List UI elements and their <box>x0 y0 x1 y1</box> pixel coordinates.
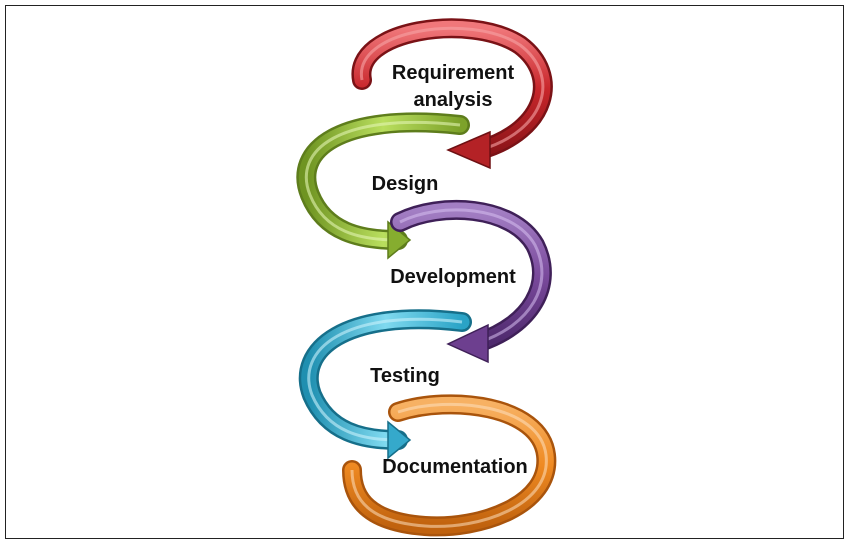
label-design: Design <box>372 173 439 195</box>
diagram-frame <box>5 5 844 539</box>
documentation-arrow <box>342 394 557 537</box>
design-arrow <box>296 112 470 260</box>
label-documentation: Documentation <box>382 456 528 478</box>
requirement-arrow <box>351 18 553 170</box>
label-requirement-line1: Requirement <box>392 62 515 84</box>
label-requirement-line2: analysis <box>414 89 493 111</box>
label-development: Development <box>390 266 516 288</box>
development-arrow <box>390 199 552 364</box>
label-testing: Testing <box>370 365 440 387</box>
testing-arrow <box>298 309 472 460</box>
